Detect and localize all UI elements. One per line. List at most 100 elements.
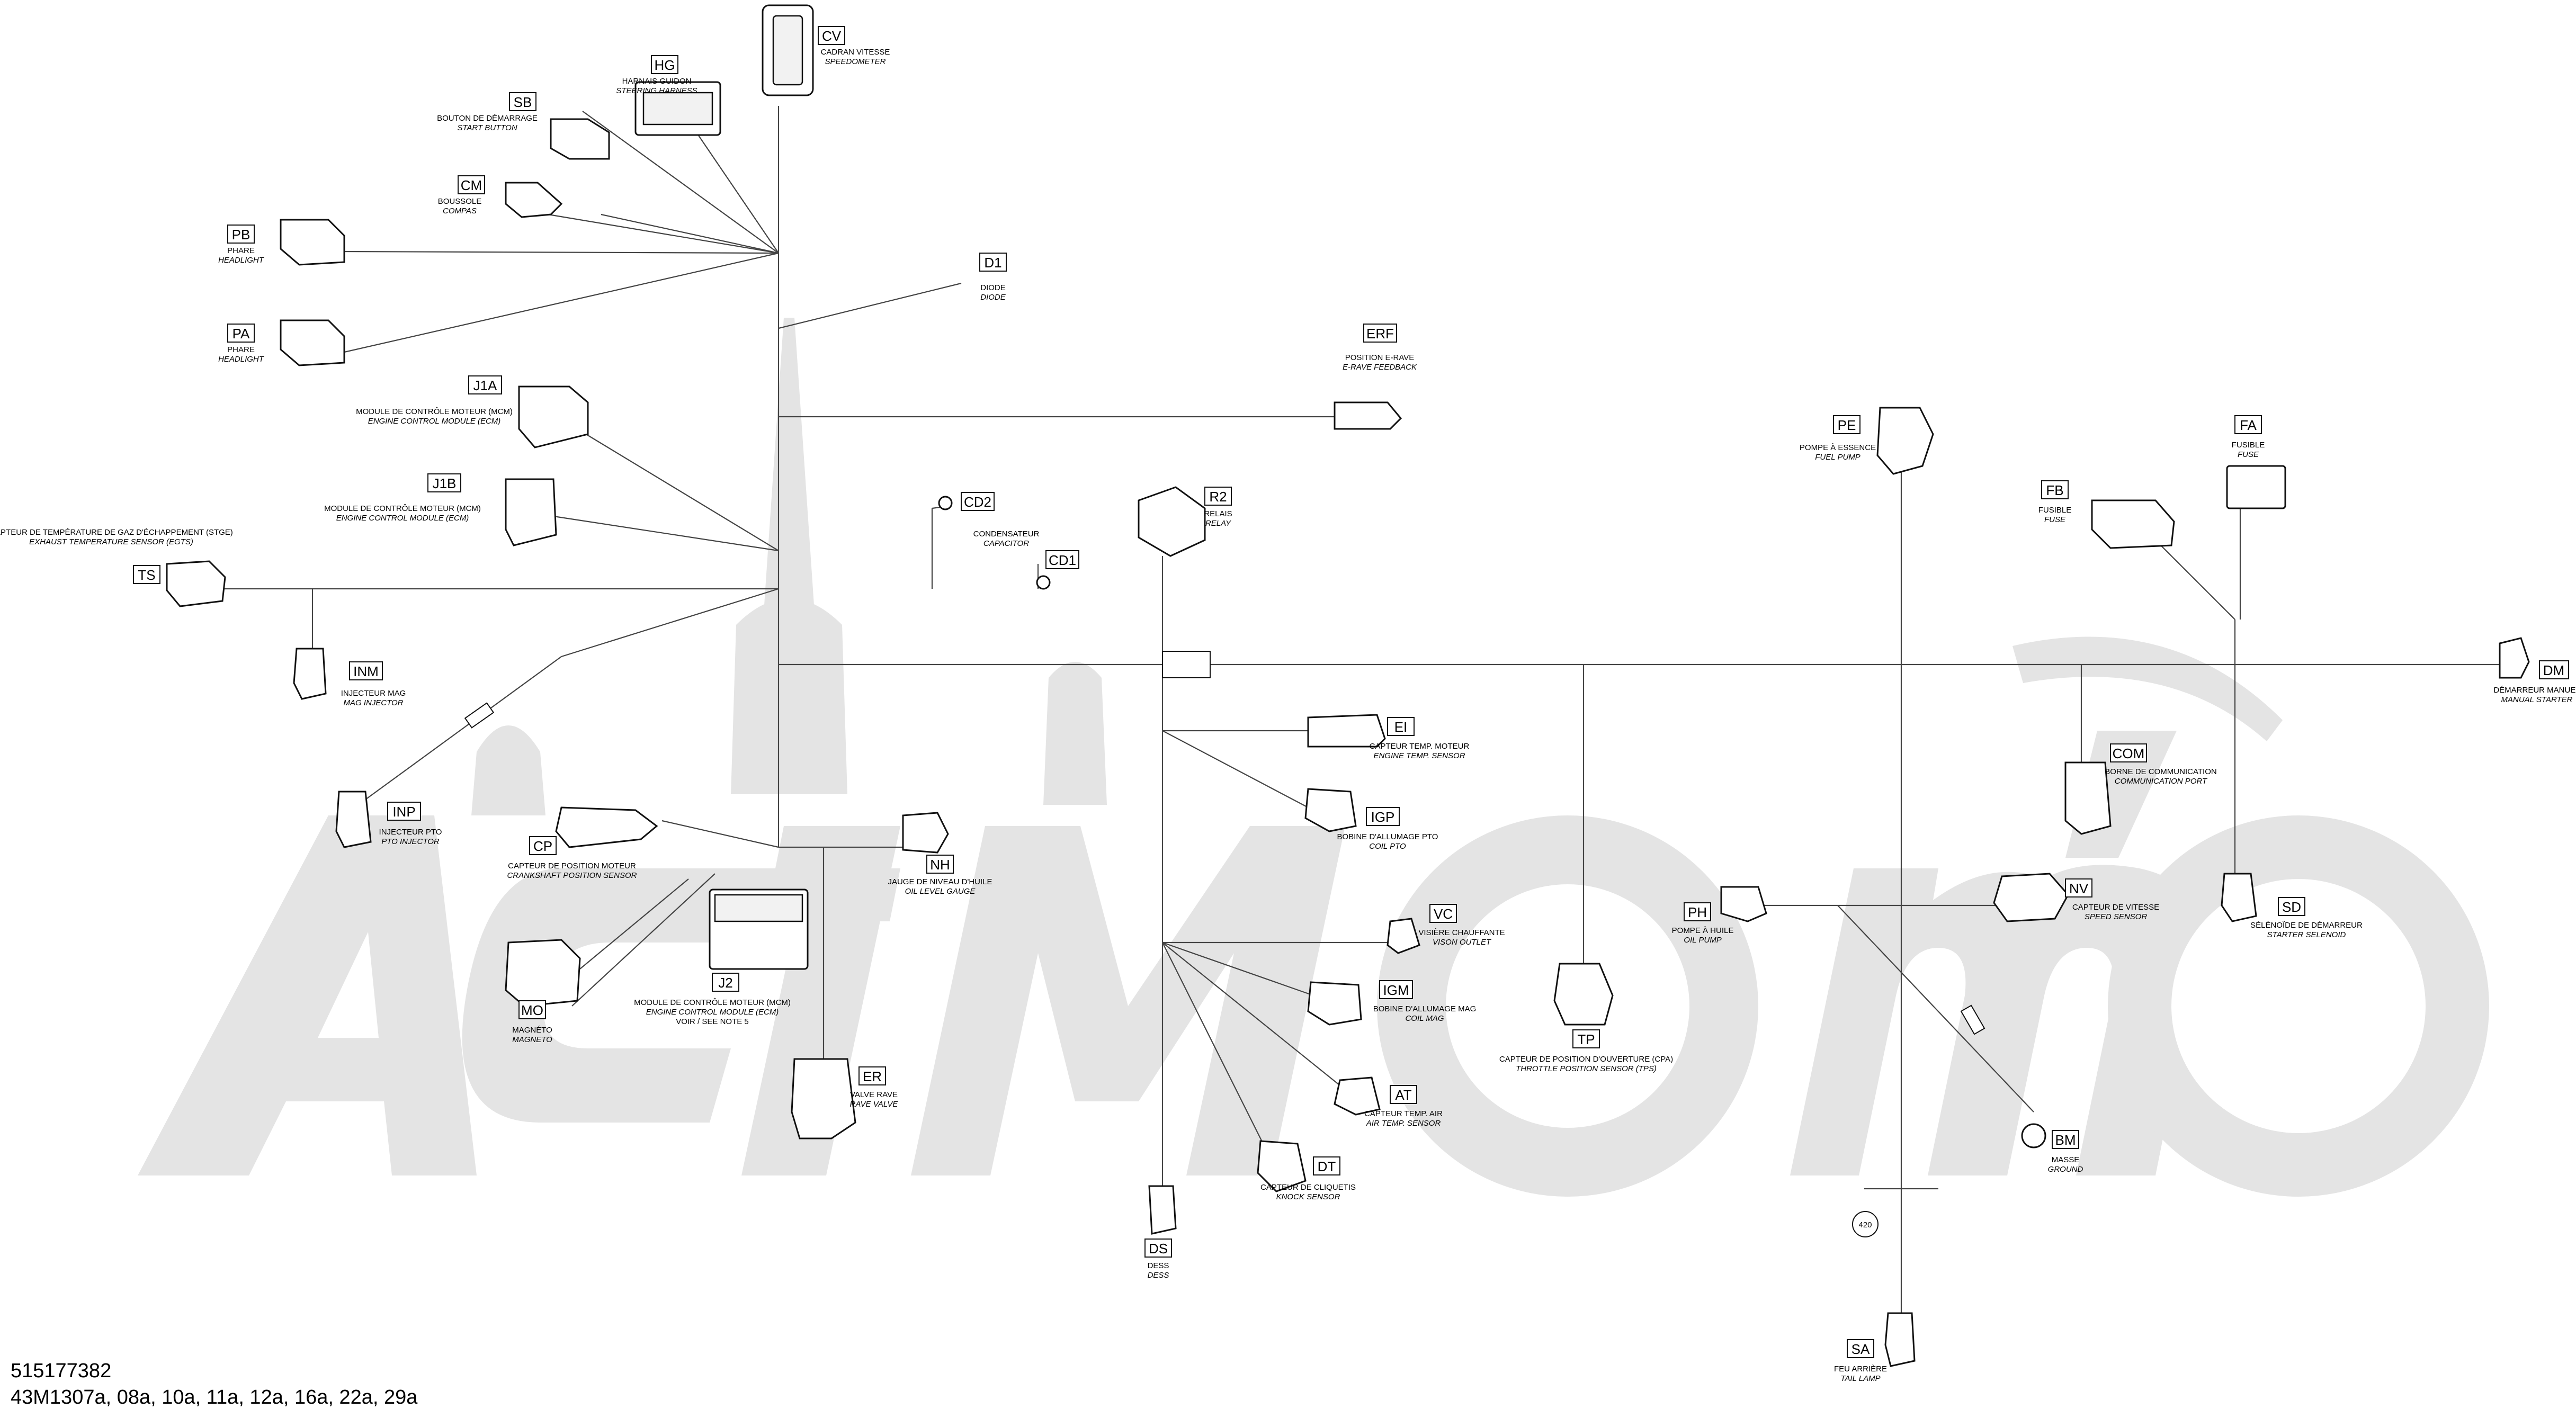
svg-text:NV: NV (2069, 881, 2089, 896)
svg-text:PTO INJECTOR: PTO INJECTOR (381, 837, 440, 846)
svg-text:PHARE: PHARE (227, 345, 255, 354)
svg-text:MAGNÉTO: MAGNÉTO (512, 1026, 552, 1035)
label-CV: CV CADRAN VITESSE SPEEDOMETER (818, 26, 890, 66)
label-PE: PE POMPE À ESSENCE FUEL PUMP (1800, 415, 1876, 462)
label-HG: HG HARNAIS GUIDON STEERING HARNESS (616, 55, 697, 95)
svg-text:SPEEDOMETER: SPEEDOMETER (825, 57, 885, 66)
svg-text:MANUAL STARTER: MANUAL STARTER (2501, 695, 2572, 704)
svg-text:FB: FB (2046, 482, 2063, 498)
svg-text:FUSIBLE: FUSIBLE (2232, 441, 2265, 450)
svg-text:BOUSSOLE: BOUSSOLE (438, 197, 482, 206)
label-ER: ER VALVE RAVE RAVE VALVE (850, 1066, 899, 1109)
label-PA: PA PHARE HEADLIGHT (218, 324, 265, 364)
svg-text:PH: PH (1688, 904, 1707, 920)
svg-text:CAPTEUR DE CLIQUETIS: CAPTEUR DE CLIQUETIS (1260, 1183, 1356, 1192)
svg-text:BOBINE D'ALLUMAGE PTO: BOBINE D'ALLUMAGE PTO (1337, 832, 1438, 841)
svg-text:D1: D1 (984, 255, 1001, 271)
svg-text:PB: PB (232, 227, 251, 243)
svg-text:DIODE: DIODE (980, 293, 1006, 302)
svg-text:J1A: J1A (473, 378, 497, 393)
svg-text:THROTTLE POSITION SENSOR (TPS): THROTTLE POSITION SENSOR (TPS) (1516, 1064, 1657, 1073)
svg-text:DESS: DESS (1148, 1261, 1169, 1270)
svg-text:COIL MAG: COIL MAG (1405, 1014, 1444, 1023)
svg-text:COM: COM (2113, 746, 2145, 761)
svg-text:CAPTEUR TEMP. MOTEUR: CAPTEUR TEMP. MOTEUR (1370, 742, 1470, 751)
label-ERF: ERF POSITION E-RAVE E-RAVE FEEDBACK (1343, 324, 1417, 372)
svg-text:EI: EI (1394, 719, 1408, 735)
svg-text:SD: SD (2282, 899, 2301, 915)
svg-text:CAPTEUR DE VITESSE: CAPTEUR DE VITESSE (2072, 903, 2159, 912)
svg-text:FUSIBLE: FUSIBLE (2038, 506, 2072, 515)
svg-text:CADRAN VITESSE: CADRAN VITESSE (821, 48, 890, 57)
svg-text:HEADLIGHT: HEADLIGHT (218, 256, 265, 265)
svg-text:BOBINE D'ALLUMAGE MAG: BOBINE D'ALLUMAGE MAG (1373, 1004, 1477, 1013)
svg-text:RAVE VALVE: RAVE VALVE (850, 1100, 899, 1109)
svg-text:RELAIS: RELAIS (1204, 509, 1232, 518)
label-BM: BM MASSE GROUND (2048, 1130, 2083, 1174)
svg-text:HEADLIGHT: HEADLIGHT (218, 355, 265, 364)
svg-text:POMPE À HUILE: POMPE À HUILE (1672, 926, 1734, 935)
component-labels: CV CADRAN VITESSE SPEEDOMETER HG HARNAIS… (0, 26, 2576, 1383)
label-AT: AT CAPTEUR TEMP. AIR AIR TEMP. SENSOR (1364, 1085, 1443, 1128)
label-DS: DS DESS DESS (1144, 1238, 1172, 1280)
svg-text:AIR TEMP. SENSOR: AIR TEMP. SENSOR (1366, 1119, 1441, 1128)
svg-text:R2: R2 (1209, 489, 1227, 505)
label-COM: COM BORNE DE COMMUNICATION COMMUNICATION… (2105, 743, 2217, 786)
svg-text:POMPE À ESSENCE: POMPE À ESSENCE (1800, 443, 1876, 452)
svg-text:CAPTEUR DE POSITION MOTEUR: CAPTEUR DE POSITION MOTEUR (508, 861, 636, 870)
svg-text:DÉMARREUR MANUEL: DÉMARREUR MANUEL (2493, 686, 2576, 695)
svg-text:ENGINE CONTROL MODULE (ECM): ENGINE CONTROL MODULE (ECM) (368, 417, 501, 426)
svg-text:DESS: DESS (1148, 1271, 1169, 1280)
svg-text:TP: TP (1577, 1031, 1595, 1047)
svg-text:VALVE RAVE: VALVE RAVE (850, 1090, 898, 1099)
svg-text:NH: NH (930, 857, 950, 873)
label-PH: PH POMPE À HUILE OIL PUMP (1672, 902, 1734, 945)
svg-text:CD1: CD1 (1049, 552, 1076, 568)
svg-text:FA: FA (2240, 417, 2257, 433)
svg-text:CM: CM (461, 177, 482, 193)
label-PB: PB PHARE HEADLIGHT (218, 225, 265, 265)
label-NH: NH JAUGE DE NIVEAU D'HUILE OIL LEVEL GAU… (888, 855, 992, 896)
label-D1: D1 DIODE DIODE (979, 253, 1007, 302)
label-NV: NV CAPTEUR DE VITESSE SPEED SENSOR (2065, 878, 2159, 921)
label-J1A: J1A MODULE DE CONTRÔLE MOTEUR (MCM) ENGI… (356, 375, 513, 426)
label-MO: MO MAGNÉTO MAGNETO (512, 1000, 552, 1044)
svg-text:IGM: IGM (1383, 982, 1409, 998)
label-SB: SB BOUTON DE DÉMARRAGE START BUTTON (437, 92, 538, 132)
svg-text:J1B: J1B (433, 475, 457, 491)
svg-text:VC: VC (1434, 906, 1453, 922)
svg-text:SA: SA (1851, 1341, 1870, 1357)
svg-text:INJECTEUR MAG: INJECTEUR MAG (341, 689, 406, 698)
svg-text:MAG INJECTOR: MAG INJECTOR (343, 698, 403, 707)
svg-text:START BUTTON: START BUTTON (457, 123, 517, 132)
svg-text:MASSE: MASSE (2052, 1155, 2080, 1164)
svg-text:CAPTEUR DE POSITION D'OUVERTUR: CAPTEUR DE POSITION D'OUVERTURE (CPA) (1499, 1055, 1673, 1064)
svg-text:EXHAUST TEMPERATURE SENSOR (EG: EXHAUST TEMPERATURE SENSOR (EGTS) (29, 537, 193, 546)
svg-text:HG: HG (655, 57, 675, 73)
svg-text:IGP: IGP (1371, 809, 1395, 825)
svg-text:SPEED SENSOR: SPEED SENSOR (2085, 912, 2148, 921)
svg-text:MO: MO (521, 1002, 543, 1018)
label-DT: DT CAPTEUR DE CLIQUETIS KNOCK SENSOR (1260, 1156, 1356, 1201)
svg-text:MODULE DE CONTRÔLE MOTEUR (MCM: MODULE DE CONTRÔLE MOTEUR (MCM) (634, 998, 791, 1007)
callout-420: 420 (1858, 1220, 1872, 1229)
svg-text:KNOCK SENSOR: KNOCK SENSOR (1276, 1192, 1340, 1201)
svg-text:BOUTON DE DÉMARRAGE: BOUTON DE DÉMARRAGE (437, 114, 538, 123)
svg-text:DS: DS (1149, 1241, 1168, 1257)
label-SA: SA FEU ARRIÈRE TAIL LAMP (1834, 1339, 1887, 1383)
svg-text:OIL PUMP: OIL PUMP (1684, 936, 1721, 945)
svg-text:PHARE: PHARE (227, 246, 255, 255)
svg-text:INJECTEUR PTO: INJECTEUR PTO (379, 828, 442, 837)
svg-text:CAPTEUR DE TEMPÉRATURE DE GAZ: CAPTEUR DE TEMPÉRATURE DE GAZ D'ÉCHAPPEM… (0, 528, 233, 537)
svg-text:VISIÈRE CHAUFFANTE: VISIÈRE CHAUFFANTE (1418, 928, 1505, 937)
svg-text:COMPAS: COMPAS (443, 207, 477, 216)
label-IGM: IGM BOBINE D'ALLUMAGE MAG COIL MAG (1373, 980, 1477, 1023)
label-CP: CP CAPTEUR DE POSITION MOTEUR CRANKSHAFT… (507, 836, 637, 880)
svg-text:J2: J2 (718, 975, 732, 991)
label-INP: INP INJECTEUR PTO PTO INJECTOR (379, 802, 442, 846)
svg-text:ENGINE CONTROL MODULE (ECM): ENGINE CONTROL MODULE (ECM) (336, 514, 469, 523)
svg-text:INM: INM (353, 663, 379, 679)
svg-text:AT: AT (1395, 1087, 1411, 1103)
svg-text:CAPTEUR TEMP. AIR: CAPTEUR TEMP. AIR (1364, 1109, 1443, 1118)
